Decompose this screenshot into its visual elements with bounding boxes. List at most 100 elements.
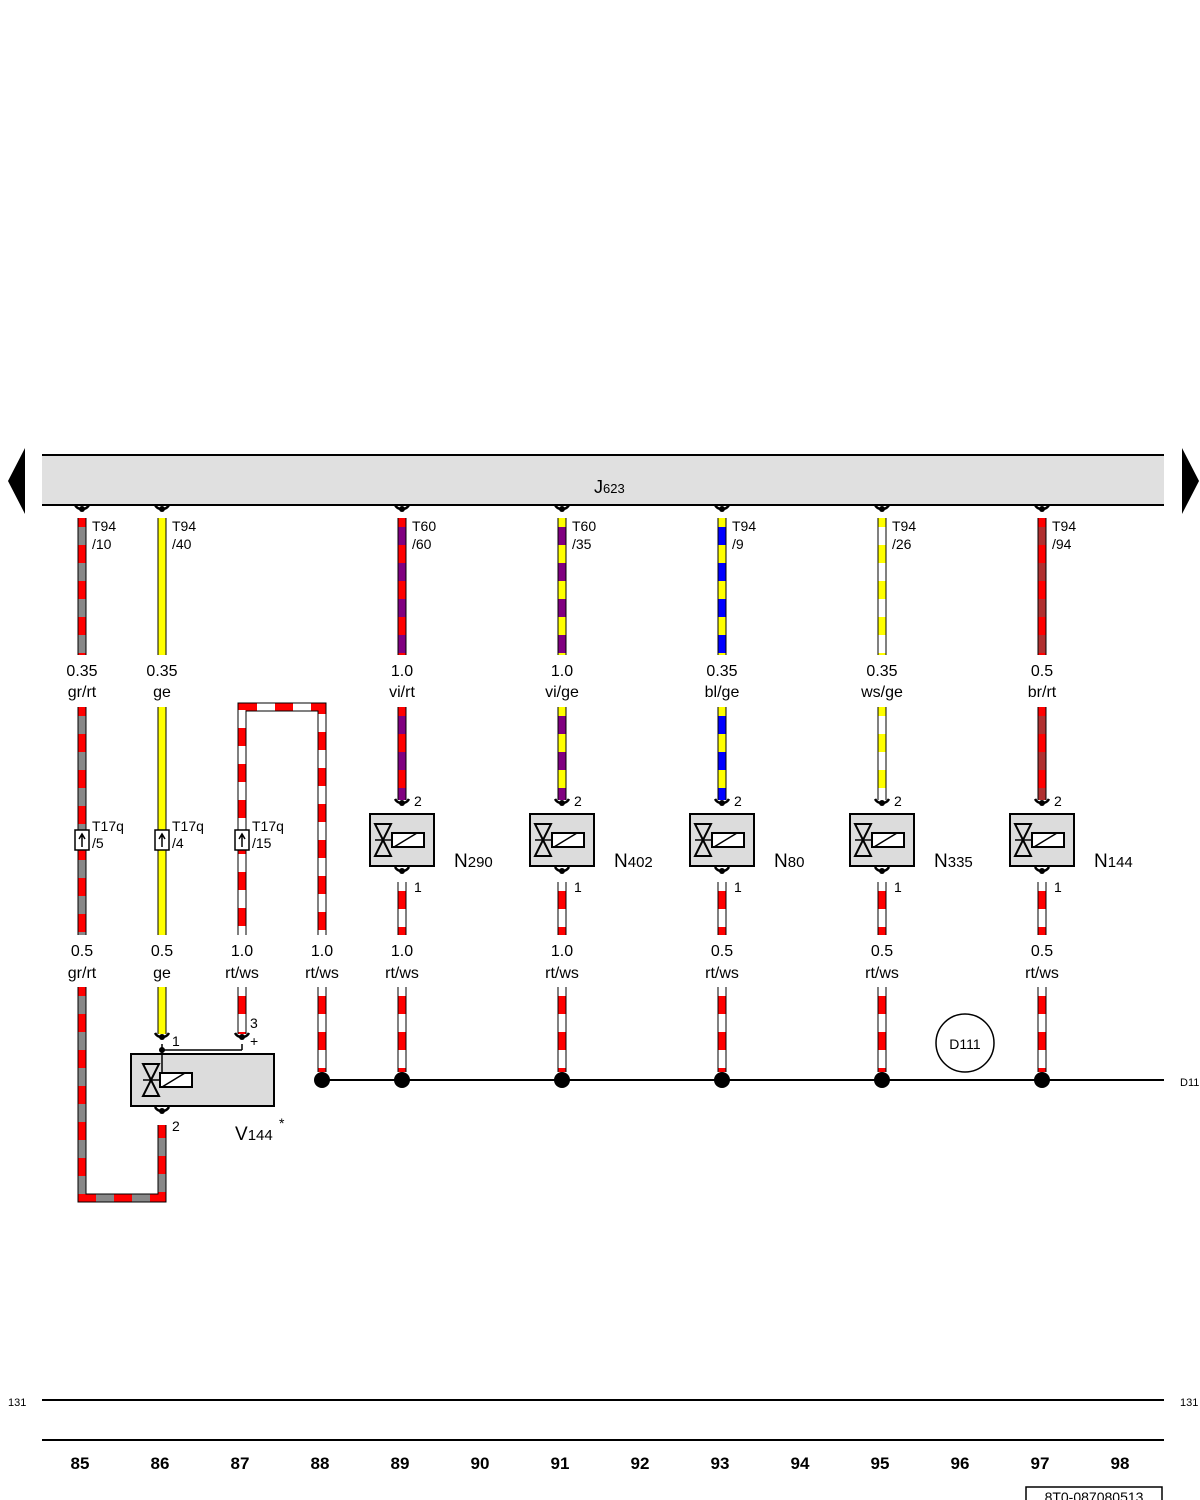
pin-number: /9 — [732, 536, 744, 552]
reference-right: 131 — [1180, 1397, 1198, 1409]
valve-label: N80 — [774, 851, 804, 872]
valve-pin1-93-dot — [719, 868, 725, 874]
valve-pin-top: 2 — [1054, 793, 1062, 809]
valve-pin2-95-dot — [879, 800, 885, 806]
pin-label: T94 — [892, 518, 916, 534]
wire-size-label: 0.35 — [146, 663, 177, 680]
pin-86-dot — [159, 506, 165, 512]
column-number: 91 — [551, 1454, 570, 1473]
wire-color-label: ws/ge — [860, 684, 903, 701]
pin-number: /94 — [1052, 536, 1072, 552]
valve-n335 — [849, 813, 915, 867]
connector-pin: /5 — [92, 835, 104, 851]
column-number: 93 — [711, 1454, 730, 1473]
pin-number: /10 — [92, 536, 112, 552]
valve-pin1-97-dot — [1039, 868, 1045, 874]
wire-size-label: 1.0 — [551, 943, 573, 960]
valve-pin2-89-dot — [399, 800, 405, 806]
valve-pin2-93-dot — [719, 800, 725, 806]
valve-label: N290 — [454, 851, 493, 872]
valve-n144 — [1009, 813, 1075, 867]
wire-85-lower-stripe — [78, 987, 166, 1202]
wire-color-label: ge — [153, 965, 171, 982]
valve-label: N402 — [614, 851, 653, 872]
column-number: 88 — [311, 1454, 330, 1473]
ground-point-label: D111 — [949, 1036, 981, 1052]
v144-pin2-dot — [159, 1108, 165, 1114]
v144-pin1-dot — [159, 1034, 165, 1040]
valve-label: N335 — [934, 851, 973, 872]
previous-page-arrow-icon[interactable] — [8, 448, 25, 514]
valve-pin1-89-dot — [399, 868, 405, 874]
wire-size-label: 0.5 — [1031, 663, 1053, 680]
component-v144 — [130, 1044, 275, 1107]
valve-pin1-95-dot — [879, 868, 885, 874]
wire-size-label: 1.0 — [311, 943, 333, 960]
valve-pin1-91-dot — [559, 868, 565, 874]
wire-color-label: rt/ws — [545, 965, 579, 982]
control-unit-j623: J623 — [42, 454, 1164, 506]
column-number: 87 — [231, 1454, 250, 1473]
next-page-arrow-icon[interactable] — [1182, 448, 1199, 514]
ground-edge-label: D11 — [1180, 1077, 1199, 1089]
wire-color-label: rt/ws — [1025, 965, 1059, 982]
wire-87-88-loop-stripe — [238, 703, 326, 935]
column-number: 97 — [1031, 1454, 1050, 1473]
column-number: 86 — [151, 1454, 170, 1473]
wire-size-label: 0.35 — [66, 663, 97, 680]
v144-pin3-label: 3 — [250, 1015, 258, 1031]
wire-size-label: 1.0 — [391, 943, 413, 960]
valve-n80 — [689, 813, 755, 867]
v144-label: V144 — [235, 1124, 273, 1145]
pin-label: T94 — [732, 518, 756, 534]
column-number: 98 — [1111, 1454, 1130, 1473]
valve-pin-bottom: 1 — [414, 879, 422, 895]
wire-color-label: rt/ws — [385, 965, 419, 982]
connector-pin: /15 — [252, 835, 272, 851]
column-number: 85 — [71, 1454, 90, 1473]
wire-color-label: vi/ge — [545, 684, 579, 701]
wire-color-label: bl/ge — [705, 684, 740, 701]
reference-left: 131 — [8, 1397, 26, 1409]
connector-label: T17q — [92, 818, 124, 834]
wires: T94/100.35gr/rt0.5gr/rtT94/400.35ge0.5ge… — [66, 504, 1133, 1203]
v144-plus-label: + — [250, 1033, 258, 1049]
pin-93-dot — [719, 506, 725, 512]
pin-91-dot — [559, 506, 565, 512]
connector-pin: /4 — [172, 835, 184, 851]
valve-label: N144 — [1094, 851, 1133, 872]
valve-n402 — [529, 813, 595, 867]
pin-label: T94 — [92, 518, 116, 534]
ground-bus: D111 D11 — [322, 1013, 1199, 1089]
column-number: 95 — [871, 1454, 890, 1473]
v144-pin2-label: 2 — [172, 1118, 180, 1134]
wire-size-label: 0.35 — [866, 663, 897, 680]
wire-size-label: 0.5 — [1031, 943, 1053, 960]
wire-size-label: 0.5 — [151, 943, 173, 960]
pin-number: /35 — [572, 536, 592, 552]
wire-size-label: 1.0 — [231, 943, 253, 960]
ground-point-circle — [935, 1013, 995, 1073]
wire-size-label: 0.5 — [711, 943, 733, 960]
pin-95-dot — [879, 506, 885, 512]
valve-pin-top: 2 — [414, 793, 422, 809]
v144-star: * — [279, 1115, 285, 1131]
column-number: 89 — [391, 1454, 410, 1473]
connector-label: T17q — [172, 818, 204, 834]
column-number: 94 — [791, 1454, 810, 1473]
wire-color-label: rt/ws — [225, 965, 259, 982]
wire-color-label: br/rt — [1028, 684, 1057, 701]
wire-size-label: 0.5 — [871, 943, 893, 960]
valve-pin2-91-dot — [559, 800, 565, 806]
pin-number: /40 — [172, 536, 192, 552]
column-number: 92 — [631, 1454, 650, 1473]
wire-color-label: gr/rt — [68, 684, 97, 701]
valve-n290 — [369, 813, 435, 867]
valve-pin-bottom: 1 — [1054, 879, 1062, 895]
column-number: 90 — [471, 1454, 490, 1473]
wire-color-label: gr/rt — [68, 965, 97, 982]
wire-color-label: rt/ws — [305, 965, 339, 982]
